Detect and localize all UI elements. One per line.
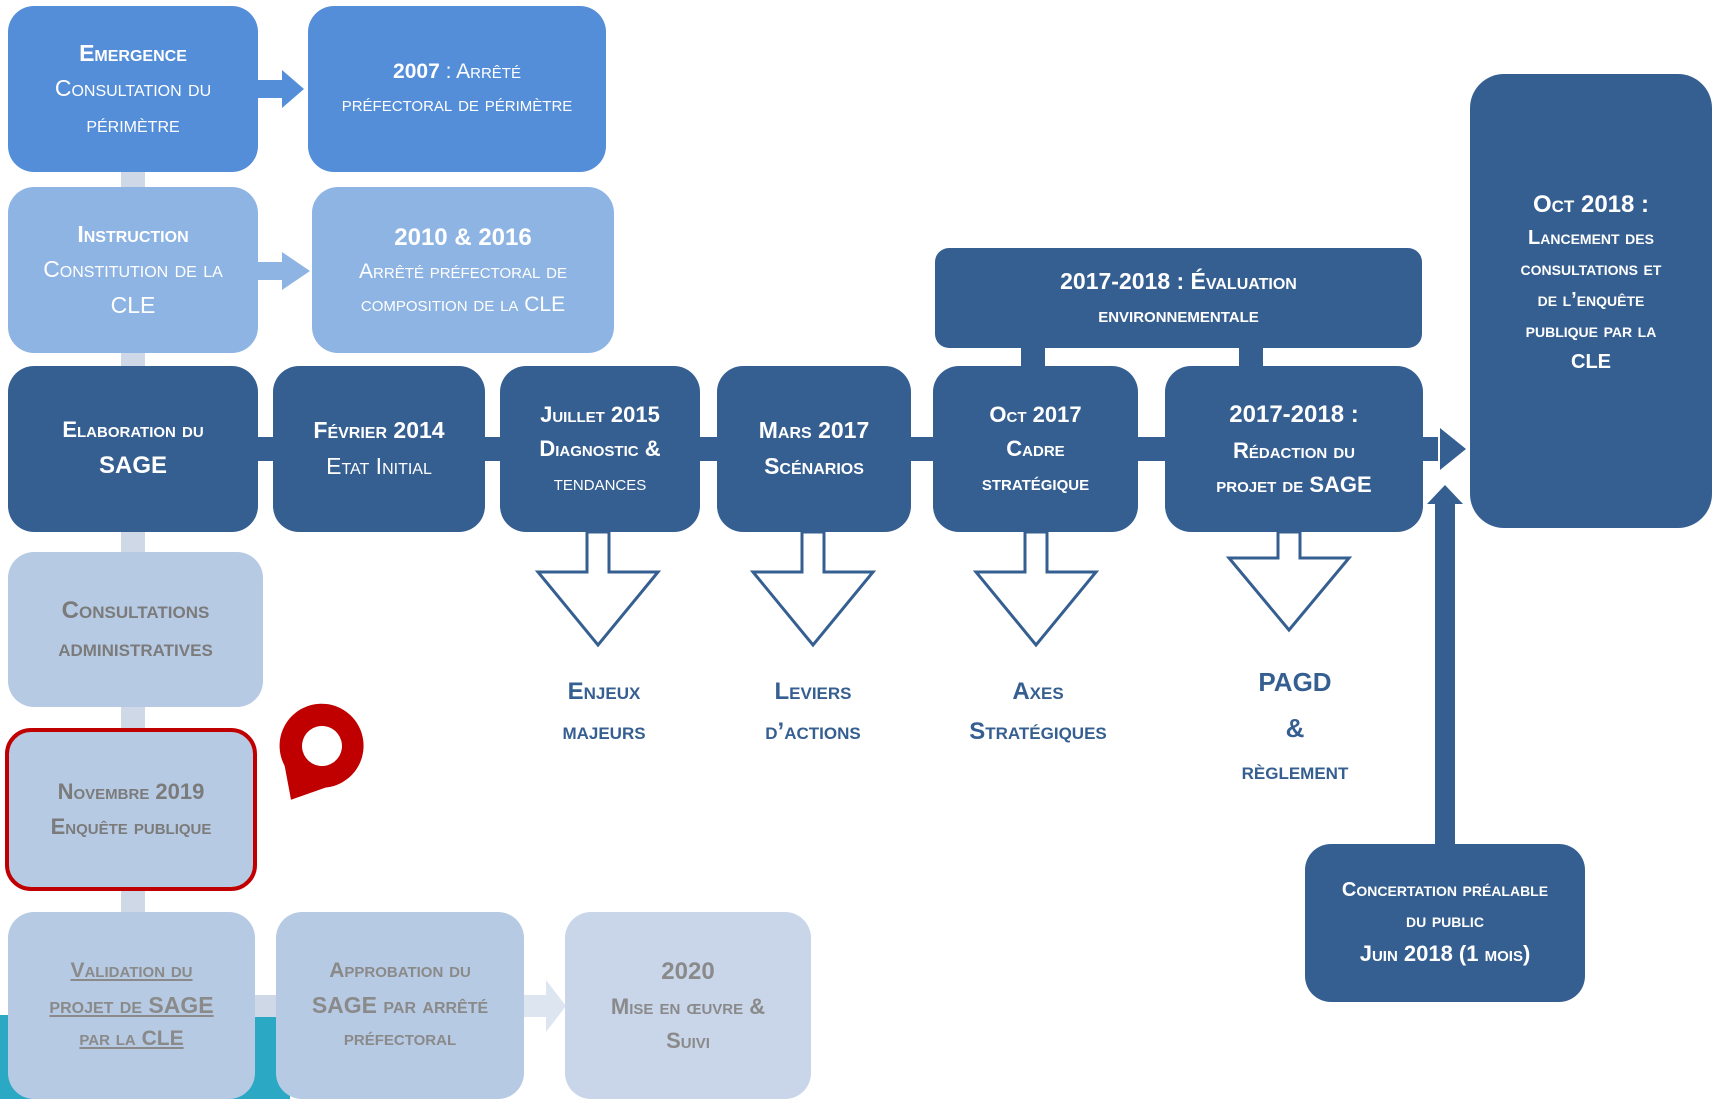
date-2007-box: 2007 : Arrêté préfectoral de périmètre [308, 6, 606, 172]
step-date: Juillet 2015 [540, 401, 660, 427]
step-text: Scénarios [764, 453, 864, 479]
stage-date: 2020 [661, 957, 715, 985]
timeline-arrow-head-icon [1440, 428, 1466, 470]
stage-text: CLE [110, 291, 156, 318]
stage-text: Mise en œuvre & [610, 994, 766, 1019]
stage-text: Consultations [61, 597, 210, 625]
concertation-text: Concertation préalable [1341, 878, 1549, 901]
output-text: Enjeux [567, 678, 641, 705]
step-date: Février 2014 [313, 417, 445, 444]
output-text: Axes [1012, 678, 1064, 705]
step-text: tendances [553, 470, 647, 496]
date-text: préfectoral de périmètre [341, 93, 573, 116]
step-text: Rédaction du [1233, 437, 1355, 463]
stage-text: par la CLE [79, 1027, 184, 1051]
step-text: Diagnostic & [539, 435, 661, 461]
stage-text: Elaboration du [62, 417, 204, 443]
stage-enquete-publique: Novembre 2019 Enquête publique [5, 728, 257, 891]
step-date: 2017-2018 : [1229, 401, 1359, 429]
step-redaction: 2017-2018 : Rédaction du projet de SAGE [1165, 366, 1423, 532]
stage-title: SAGE [98, 452, 167, 480]
step-text: projet de SAGE [1216, 471, 1372, 497]
lancement-text: publique par la [1525, 320, 1657, 343]
stage-approbation: Approbation du SAGE par arrêté préfector… [276, 912, 524, 1099]
output-leviers: Leviers d’actions [728, 672, 898, 751]
evaluation-title: 2017-2018 : Évaluation [1060, 267, 1297, 294]
evaluation-box: 2017-2018 : Évaluation environnementale [935, 248, 1422, 348]
output-pagd: PAGD & règlement [1210, 660, 1380, 793]
date-2010-box: 2010 & 2016 Arrêté préfectoral de compos… [312, 187, 614, 353]
stage-text: Validation du [70, 959, 193, 983]
arrow-right-icon [258, 70, 304, 108]
stage-title: Emergence [79, 39, 187, 66]
stage-consultations: Consultations administratives [8, 552, 263, 707]
stage-text: administratives [58, 634, 213, 662]
stage-text: SAGE par arrêté [311, 991, 489, 1018]
hollow-down-arrow-icon [749, 530, 877, 648]
stage-text: projet de SAGE [49, 991, 214, 1018]
date-text: Arrêté préfectoral de [359, 260, 567, 284]
step-date: Mars 2017 [758, 417, 870, 444]
step-mars-2017: Mars 2017 Scénarios [717, 366, 911, 532]
arrow-right-icon [258, 252, 310, 290]
output-enjeux: Enjeux majeurs [520, 672, 688, 751]
output-text: Stratégiques [969, 717, 1107, 745]
stage-emergence: Emergence Consultation du périmètre [8, 6, 258, 172]
stage-text: Suivi [666, 1028, 710, 1054]
hollow-down-arrow-icon [1225, 530, 1353, 633]
lancement-text: CLE [1571, 351, 1611, 374]
step-date: Oct 2017 [989, 401, 1082, 427]
hollow-down-arrow-icon [534, 530, 662, 648]
stage-text: préfectoral [343, 1027, 457, 1051]
stage-text: périmètre [86, 110, 180, 137]
stage-text: Enquête publique [50, 813, 212, 839]
step-oct-2017: Oct 2017 Cadre stratégique [933, 366, 1138, 532]
lancement-box: Oct 2018 : Lancement des consultations e… [1470, 74, 1712, 528]
output-axes: Axes Stratégiques [948, 672, 1128, 751]
stage-validation: Validation du projet de SAGE par la CLE [8, 912, 255, 1099]
step-juillet-2015: Juillet 2015 Diagnostic & tendances [500, 366, 700, 532]
arrow-up-icon [1427, 485, 1463, 504]
step-fevrier-2014: Février 2014 Etat Initial [273, 366, 485, 532]
output-text: d’actions [765, 717, 861, 745]
stage-text: Constitution de la [43, 256, 223, 283]
concertation-box: Concertation préalable du public Juin 20… [1305, 844, 1585, 1002]
date-title: 2010 & 2016 [394, 223, 532, 251]
lancement-date: Oct 2018 : [1532, 191, 1650, 218]
output-text: Leviers [774, 678, 852, 705]
output-text: PAGD [1258, 667, 1332, 697]
arrow-right-icon [546, 980, 566, 1032]
map-pin-icon [279, 703, 364, 800]
stage-instruction: Instruction Constitution de la CLE [8, 187, 258, 353]
output-text: majeurs [562, 717, 646, 745]
stage-mise-en-oeuvre: 2020 Mise en œuvre & Suivi [565, 912, 811, 1099]
stage-title: Instruction [77, 220, 189, 247]
concertation-connector [1435, 502, 1455, 845]
lancement-text: de l’enquête [1537, 289, 1645, 312]
concertation-text: du public [1406, 909, 1484, 932]
step-text: Etat Initial [326, 453, 432, 479]
lancement-text: Lancement des [1528, 227, 1654, 250]
output-text: & [1285, 712, 1305, 743]
hollow-down-arrow-icon [972, 530, 1100, 648]
evaluation-text: environnementale [1098, 303, 1259, 327]
lancement-text: consultations et [1520, 258, 1662, 281]
stage-text: Consultation du [54, 75, 212, 102]
stage-text: Approbation du [329, 959, 471, 983]
date-text: : Arrêté [445, 60, 521, 84]
step-text: stratégique [981, 470, 1090, 496]
date-text: composition de la CLE [360, 292, 566, 316]
stage-date: Novembre 2019 [57, 779, 205, 805]
step-text: Cadre [1006, 435, 1065, 461]
concertation-date: Juin 2018 (1 mois) [1359, 940, 1531, 966]
year-label: 2007 [393, 60, 440, 84]
output-text: règlement [1241, 758, 1349, 785]
stage-elaboration: Elaboration du SAGE [8, 366, 258, 532]
date-line: 2007 : Arrêté [393, 56, 521, 89]
